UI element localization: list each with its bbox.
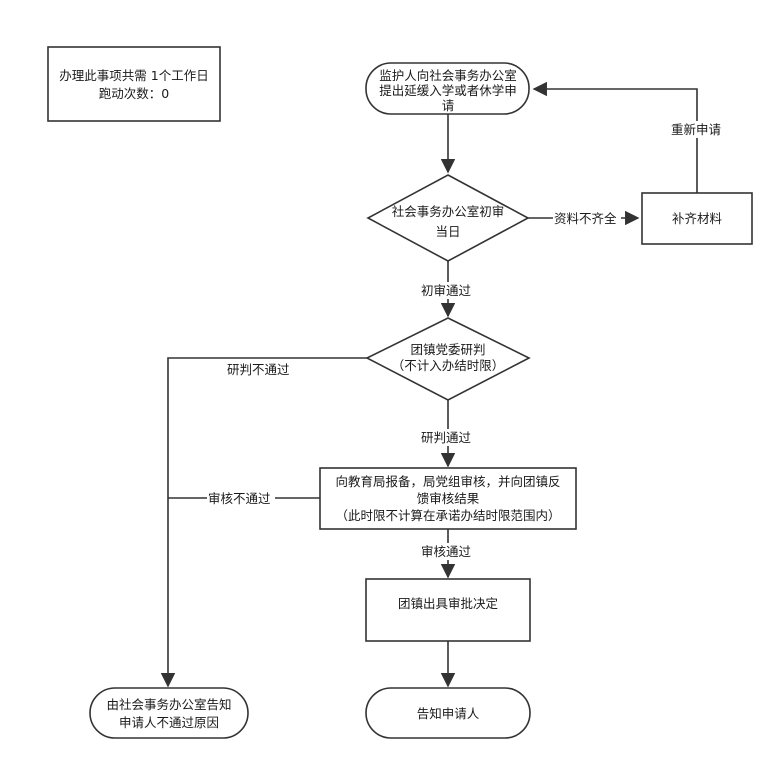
label-study-pass: 研判通过 xyxy=(421,430,472,445)
edge-resubmit xyxy=(532,81,698,193)
node-committee-review-line1: 团镇党委研判 xyxy=(410,342,485,357)
label-initial-pass: 初审通过 xyxy=(421,283,472,298)
node-start-line3: 请 xyxy=(442,98,455,113)
node-decision: 团镇出具审批决定 xyxy=(365,578,531,642)
node-start: 监护人向社会事务办公室 提出延缓入学或者休学申 请 xyxy=(365,62,530,115)
node-notify: 告知申请人 xyxy=(365,687,531,739)
edge-study-fail xyxy=(160,357,367,688)
node-notify-fail-line1: 由社会事务办公室告知 xyxy=(106,697,231,712)
node-committee-review: 团镇党委研判 （不计入办结时限） xyxy=(365,317,531,401)
info-box: 办理此事项共需 1个工作日 跑动次数：0 xyxy=(47,46,221,122)
node-notify-text: 告知申请人 xyxy=(417,706,480,721)
node-education-report-line1: 向教育局报备，局党组审核，并向团镇反 xyxy=(335,474,560,489)
label-review-pass: 审核通过 xyxy=(421,544,472,559)
label-study-fail: 研判不通过 xyxy=(227,362,290,377)
node-supplement-text: 补齐材料 xyxy=(672,211,723,226)
node-notify-fail: 由社会事务办公室告知 申请人不通过原因 xyxy=(89,687,249,739)
node-education-report-line2: 馈审核结果 xyxy=(417,491,480,506)
info-box-line2: 跑动次数：0 xyxy=(99,86,170,101)
label-resubmit: 重新申请 xyxy=(671,122,721,137)
label-review-fail: 审核不通过 xyxy=(208,491,271,506)
node-start-line2: 提出延缓入学或者休学申 xyxy=(379,83,517,98)
node-notify-fail-line2: 申请人不通过原因 xyxy=(119,715,219,730)
label-incomplete: 资料不齐全 xyxy=(554,211,617,226)
node-start-line1: 监护人向社会事务办公室 xyxy=(379,68,517,83)
info-box-line1: 办理此事项共需 1个工作日 xyxy=(59,68,208,83)
node-education-report: 向教育局报备，局党组审核，并向团镇反 馈审核结果 （此时限不计算在承诺办结时限范… xyxy=(319,467,577,530)
node-decision-text: 团镇出具审批决定 xyxy=(398,596,498,611)
edge-labels: 资料不齐全 重新申请 初审通过 研判不通过 研判通过 审核不通过 审核通过 xyxy=(207,121,724,560)
node-education-report-line3: （此时限不计算在承诺办结时限范围内） xyxy=(335,508,560,523)
node-initial-review-line1: 社会事务办公室初审 xyxy=(392,204,505,219)
node-supplement: 补齐材料 xyxy=(641,192,753,245)
node-initial-review-line2: 当日 xyxy=(435,224,460,239)
node-initial-review: 社会事务办公室初审 当日 xyxy=(366,174,530,262)
node-committee-review-line2: （不计入办结时限） xyxy=(392,358,505,373)
